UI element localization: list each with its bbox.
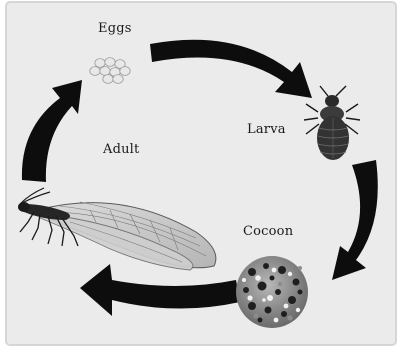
label-larva: Larva	[247, 122, 286, 137]
label-adult: Adult	[103, 142, 139, 157]
cocoon-illustration	[236, 256, 308, 328]
label-cocoon: Cocoon	[243, 224, 293, 239]
label-eggs: Eggs	[98, 21, 132, 36]
